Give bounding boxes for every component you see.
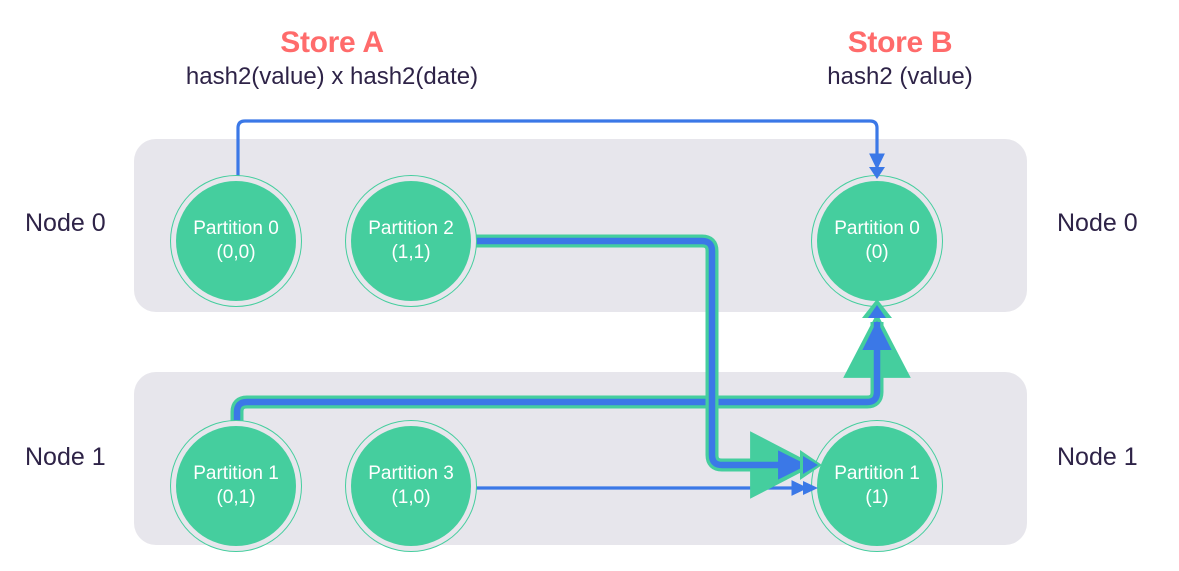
node-label-left-0: Node 0	[25, 209, 106, 237]
node-label-right-1: Node 1	[1057, 443, 1138, 471]
partition-b1[interactable]: Partition 1 (1)	[817, 426, 937, 546]
store-b-title: Store B	[847, 26, 953, 59]
node-label-left-1: Node 1	[25, 443, 106, 471]
partition-a1-key: (0,1)	[216, 487, 256, 508]
partition-b0-name: Partition 0	[834, 218, 920, 240]
partition-a0[interactable]: Partition 0 (0,0)	[176, 181, 296, 301]
partition-a3[interactable]: Partition 3 (1,0)	[351, 426, 471, 546]
partition-a1[interactable]: Partition 1 (0,1)	[176, 426, 296, 546]
store-a-heading: Store A hash2(value) x hash2(date)	[78, 26, 586, 93]
partition-a0-name: Partition 0	[193, 218, 279, 240]
partition-a3-name: Partition 3	[368, 463, 454, 485]
store-b-heading: Store B hash2 (value)	[700, 26, 1100, 93]
partition-a1-name: Partition 1	[193, 463, 279, 485]
node-label-right-0: Node 0	[1057, 209, 1138, 237]
partition-a2[interactable]: Partition 2 (1,1)	[351, 181, 471, 301]
store-a-title: Store A	[280, 26, 384, 59]
partition-a0-key: (0,0)	[216, 242, 256, 263]
partition-a2-name: Partition 2	[368, 218, 454, 240]
partition-b0[interactable]: Partition 0 (0)	[817, 181, 937, 301]
partition-b1-name: Partition 1	[834, 463, 920, 485]
store-a-subtitle: hash2(value) x hash2(date)	[185, 62, 479, 90]
partition-b0-key: (0)	[865, 242, 889, 263]
store-b-subtitle: hash2 (value)	[827, 62, 973, 90]
partition-a3-key: (1,0)	[391, 487, 431, 508]
partition-a2-key: (1,1)	[391, 242, 431, 263]
partition-b1-key: (1)	[865, 487, 889, 508]
